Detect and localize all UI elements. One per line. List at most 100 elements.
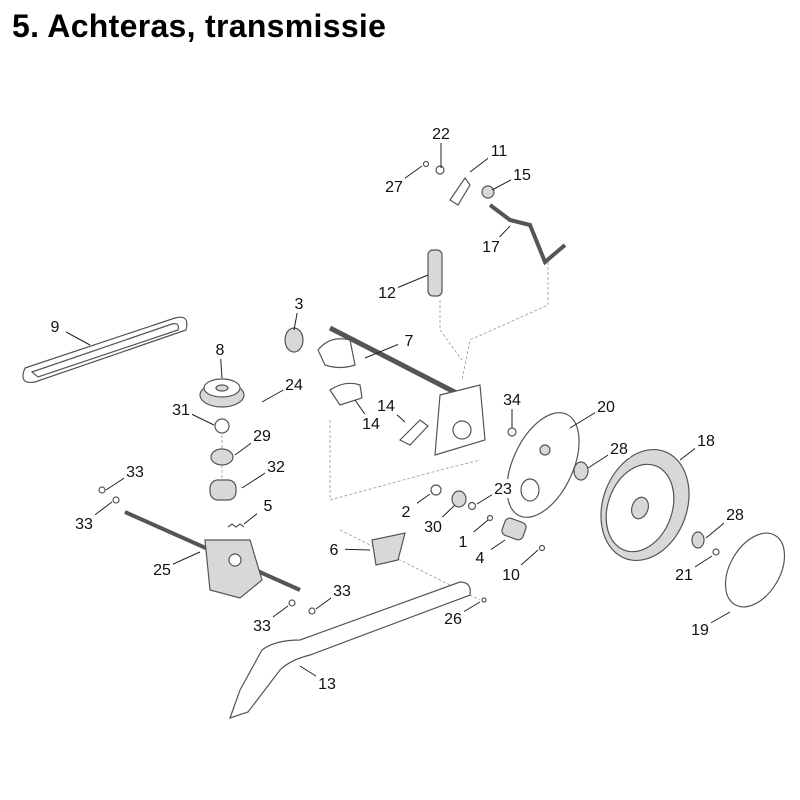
- callout-background: [376, 283, 398, 302]
- pulley: [199, 378, 245, 408]
- ring: [288, 599, 296, 607]
- ring: [308, 607, 316, 615]
- clip-25: [538, 544, 546, 552]
- callout-background: [395, 502, 417, 521]
- callout-number: 19: [691, 622, 709, 639]
- callout-background: [452, 532, 474, 551]
- callout-number: 13: [318, 676, 336, 693]
- callout-number: 18: [697, 433, 715, 450]
- callout-background: [251, 616, 273, 635]
- callout-background: [323, 540, 345, 559]
- handle-bar: [229, 581, 471, 719]
- callout-number: 6: [330, 542, 339, 559]
- callout-background: [469, 548, 491, 567]
- callout-number: 1: [459, 534, 468, 551]
- callout-number: 17: [482, 239, 500, 256]
- callout-number: 34: [503, 392, 521, 409]
- callout-number: 31: [172, 402, 190, 419]
- callout-background: [316, 674, 338, 693]
- callout-number: 12: [378, 285, 396, 302]
- ring-34: [507, 427, 517, 437]
- rear-axle-gearbox: [124, 510, 301, 599]
- callout-background: [422, 517, 444, 536]
- callout-number: 9: [51, 319, 60, 336]
- callout-background: [375, 396, 397, 415]
- washer-21: [712, 548, 720, 556]
- ring: [98, 486, 106, 494]
- callout-background: [170, 400, 192, 419]
- callout-background: [430, 124, 452, 143]
- callout-number: 33: [253, 618, 271, 635]
- callout-number: 2: [402, 504, 411, 521]
- callout-background: [383, 177, 405, 196]
- callout-background: [511, 165, 533, 184]
- washer-22: [435, 165, 445, 175]
- callout-background: [488, 141, 510, 160]
- hub-cover-disc: [506, 412, 580, 518]
- bearing-29: [210, 448, 234, 466]
- height-lever: [284, 325, 486, 456]
- callout-number: 30: [424, 519, 442, 536]
- bearing-28: [691, 531, 705, 549]
- callout-number: 10: [502, 567, 520, 584]
- callout-number: 32: [267, 459, 285, 476]
- callout-number: 27: [385, 179, 403, 196]
- washer-2: [430, 484, 442, 496]
- bearing-30: [451, 490, 467, 508]
- hub-cap: [724, 532, 786, 608]
- callout-background: [151, 560, 173, 579]
- callout-number: 7: [405, 333, 414, 350]
- callout-background: [695, 431, 717, 450]
- callout-background: [124, 462, 146, 481]
- callout-number: 25: [153, 562, 171, 579]
- callout-background: [73, 514, 95, 533]
- bushing-32: [209, 479, 237, 501]
- callout-number: 20: [597, 399, 615, 416]
- callout-number: 33: [75, 516, 93, 533]
- bracket-14: [329, 382, 363, 406]
- bearing-28: [573, 461, 589, 481]
- pin-1: [486, 514, 494, 522]
- callout-number: 15: [513, 167, 531, 184]
- rear-wheel: [600, 448, 690, 562]
- callout-number: 4: [476, 550, 485, 567]
- callout-background: [500, 565, 522, 584]
- callout-number: 23: [494, 481, 512, 498]
- ring-23: [467, 501, 477, 511]
- callout-number: 22: [432, 126, 450, 143]
- callout-background: [673, 565, 695, 584]
- clip-27: [422, 160, 430, 168]
- callout-number: 28: [610, 441, 628, 458]
- callout-background: [595, 397, 617, 416]
- callout-background: [283, 375, 305, 394]
- callout-number: 24: [285, 377, 303, 394]
- callout-number: 5: [264, 498, 273, 515]
- callout-number: 8: [216, 342, 225, 359]
- drive-belt: [22, 316, 188, 384]
- callout-background: [251, 426, 273, 445]
- spring-5: [227, 523, 245, 528]
- callout-background: [209, 340, 231, 359]
- callout-background: [501, 390, 523, 409]
- callout-background: [44, 317, 66, 336]
- callout-background: [360, 414, 382, 433]
- ring: [112, 496, 120, 504]
- callout-background: [442, 609, 464, 628]
- callout-background: [724, 505, 746, 524]
- callout-background: [331, 581, 353, 600]
- callout-number: 14: [362, 416, 380, 433]
- nut-15: [481, 185, 495, 199]
- callout-number: 11: [491, 143, 508, 160]
- callout-background: [288, 294, 310, 313]
- callout-number: 21: [675, 567, 693, 584]
- callout-background: [689, 620, 711, 639]
- page-title: 5. Achteras, transmissie: [12, 8, 387, 44]
- callout-number: 29: [253, 428, 271, 445]
- callout-background: [257, 496, 279, 515]
- spring-11: [449, 176, 471, 206]
- callout-number: 28: [726, 507, 744, 524]
- grip-10: [371, 532, 406, 566]
- callout-background: [480, 237, 502, 256]
